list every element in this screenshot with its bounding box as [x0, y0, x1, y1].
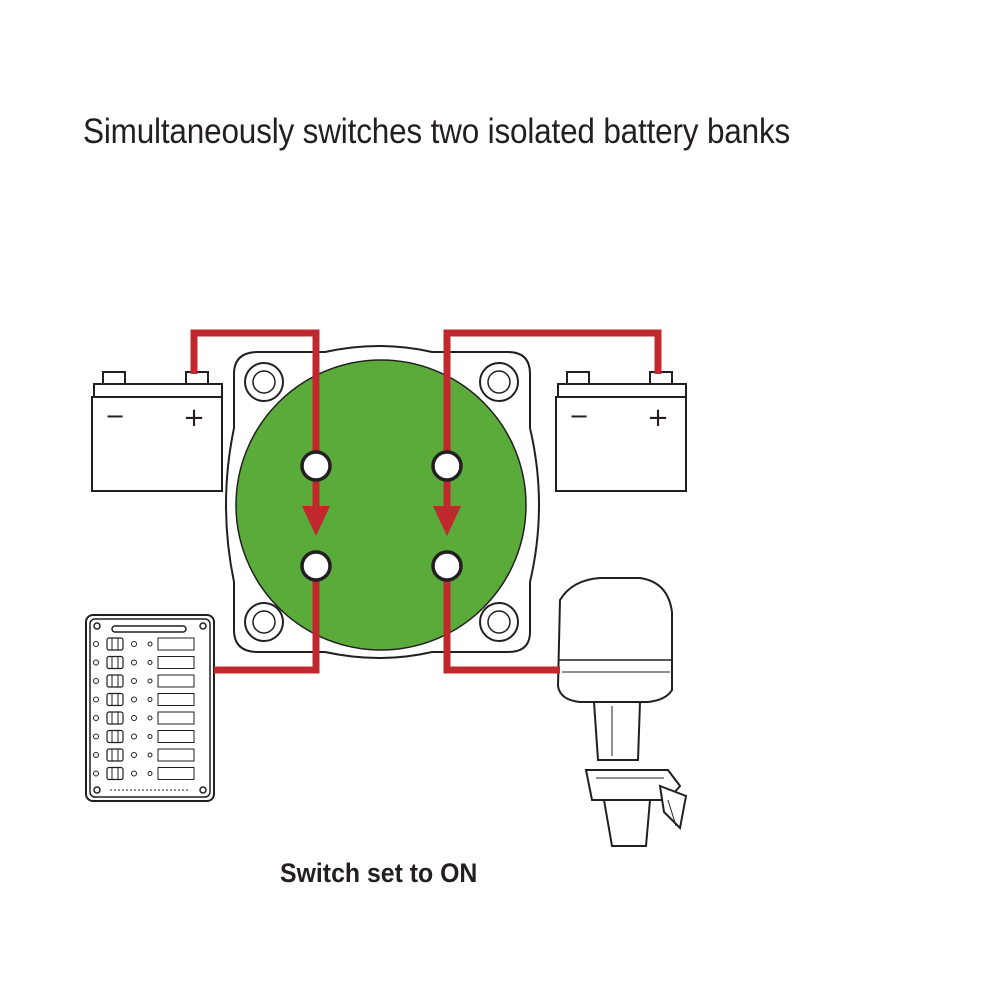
switch-face	[235, 359, 527, 651]
battery-switch	[225, 345, 540, 659]
mounting-hole-top-left	[244, 362, 284, 402]
left-battery-positive-label: +	[183, 403, 205, 433]
switch-terminal-input-left	[300, 450, 332, 482]
switch-terminal-input-right	[431, 450, 463, 482]
right-battery-positive-label: +	[647, 403, 669, 433]
panel-breaker-row	[93, 655, 195, 670]
mounting-hole-bottom-left	[244, 602, 284, 642]
right-battery-icon: − +	[555, 371, 687, 492]
switch-terminal-output-left	[300, 550, 332, 582]
diagram-title: Simultaneously switches two isolated bat…	[83, 112, 791, 151]
left-battery-negative-label: −	[105, 402, 125, 430]
panel-breaker-row	[93, 637, 195, 651]
panel-breaker-row	[93, 766, 195, 781]
panel-breaker-row	[93, 674, 195, 688]
mounting-hole-top-right	[479, 362, 519, 402]
panel-breaker-row	[93, 748, 195, 762]
panel-breaker-row	[93, 692, 195, 707]
distribution-panel-icon	[85, 614, 215, 802]
outboard-motor-icon	[556, 577, 688, 847]
panel-breaker-row	[93, 729, 195, 744]
left-battery-icon: − +	[91, 371, 223, 492]
panel-breaker-row	[93, 711, 195, 725]
wiring-right-circuit	[433, 329, 662, 674]
right-battery-negative-label: −	[569, 402, 589, 430]
wiring-left-circuit	[190, 329, 330, 674]
diagram-caption: Switch set to ON	[280, 858, 478, 888]
mounting-hole-bottom-right	[479, 602, 519, 642]
switch-terminal-output-right	[431, 550, 463, 582]
